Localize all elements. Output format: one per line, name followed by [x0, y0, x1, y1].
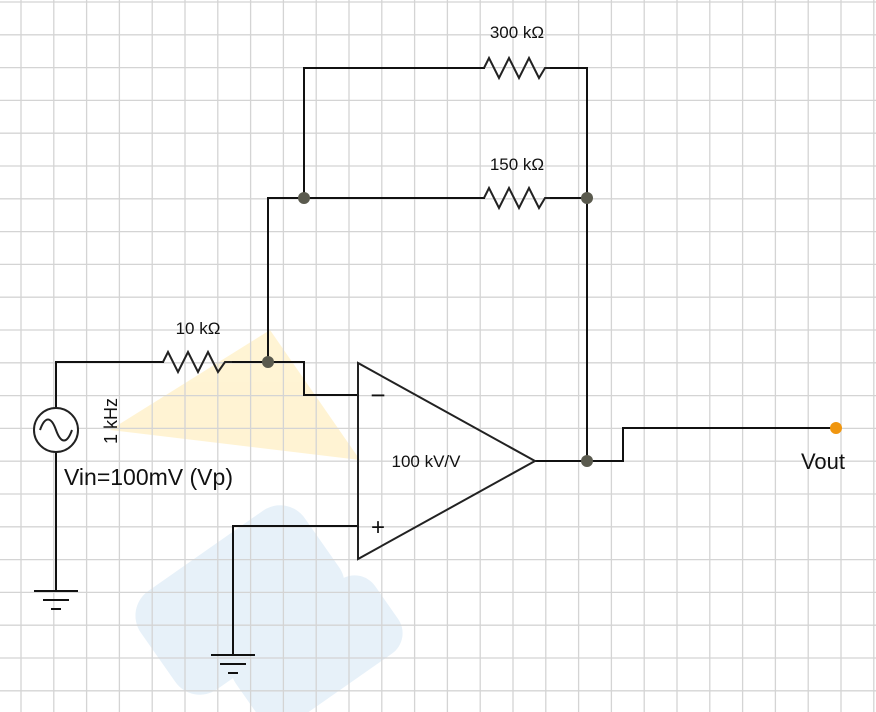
- output-probe[interactable]: [830, 422, 842, 434]
- wires: [55, 67, 837, 656]
- noninverting-input-sign: +: [371, 514, 385, 541]
- ac-source: [33, 407, 79, 453]
- resistor-150k-label: 150 kΩ: [490, 155, 544, 174]
- resistor-10k: [162, 349, 232, 375]
- ground-icon: [211, 654, 255, 674]
- source-amplitude-label: Vin=100mV (Vp): [64, 464, 233, 490]
- resistor-300k: [483, 55, 550, 81]
- sine-wave-icon: [39, 418, 73, 442]
- junction-node: [581, 192, 593, 204]
- junction-node: [262, 356, 274, 368]
- junction-node: [581, 455, 593, 467]
- ground-icon: [34, 590, 78, 610]
- junction-nodes: [262, 192, 593, 467]
- junction-node: [298, 192, 310, 204]
- opamp: [357, 361, 538, 561]
- output-label: Vout: [801, 449, 845, 474]
- resistor-150k: [483, 185, 550, 211]
- watermark: [110, 330, 403, 712]
- inverting-input-sign: −: [370, 380, 385, 410]
- resistor-300k-label: 300 kΩ: [490, 23, 544, 42]
- opamp-gain-label: 100 kV/V: [392, 452, 462, 471]
- source-frequency-label: 1 kHz: [101, 398, 121, 444]
- resistor-10k-label: 10 kΩ: [176, 319, 221, 338]
